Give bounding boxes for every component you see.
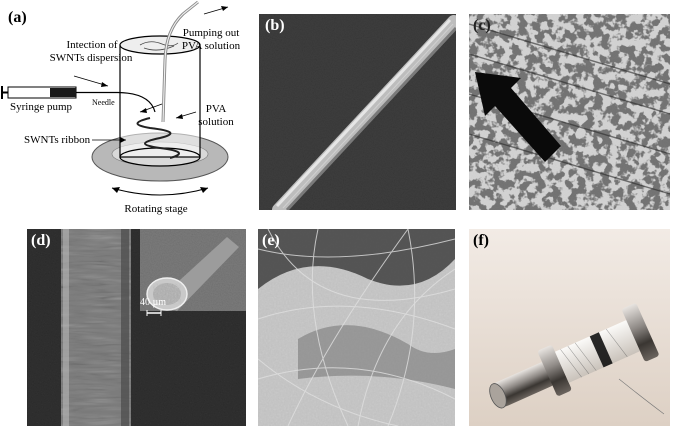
wound-fiber-band [589,332,613,368]
spinning-apparatus-diagram [1,0,229,196]
panel-b-image [259,14,456,210]
panel-c-sem-surface: (c) [469,14,670,210]
injection-label-line1: Intection of [66,39,118,51]
panel-c-label: (c) [473,17,491,34]
panel-f-label: (f) [473,232,489,249]
pva-label-line2: solution [198,116,234,128]
panel-c-image [469,14,670,210]
panel-d-sem-fiber: (d) 40 µm [27,229,246,426]
panel-f-image [469,229,670,426]
direction-arrow-icon [475,72,561,162]
panel-f-spool-photo: (f) [469,229,670,426]
cross-section-inset [140,229,246,311]
panel-e-image [258,229,455,426]
panel-e-nanotube-network: (e) [258,229,455,426]
injection-label-line2: SWNTs dispersion [49,52,133,64]
pumping-label-line2: PVA solution [181,40,241,52]
spool [489,303,659,409]
pva-label-line1: PVA [205,103,227,115]
panel-a-label: (a) [8,9,27,26]
needle [76,91,156,113]
spool-shaft [492,362,555,407]
fiber-strand [272,15,456,210]
panel-a-schematic: (a) Intection of SWNTs dispersion Pumpin… [0,0,258,222]
swnt-ribbon-label: SWNTs ribbon [24,134,91,146]
panel-b-label: (b) [265,17,285,34]
needle-label: Needle [92,98,115,107]
panel-d-label: (d) [31,232,51,249]
panel-e-label: (e) [262,232,280,249]
panel-b-sem-fiber: (b) [259,14,456,210]
nanotube-bundles [258,229,455,426]
spool-left-flange [538,345,572,396]
spool-right-flange [622,303,659,362]
panel-d-image [27,229,246,426]
rotating-stage-label: Rotating stage [124,203,188,215]
pumping-label-line1: Pumping out [182,27,240,39]
syringe-pump-label: Syringe pump [10,101,73,113]
swnt-ribbon-coil [136,117,180,159]
scale-bar-label: 40 µm [140,297,167,308]
